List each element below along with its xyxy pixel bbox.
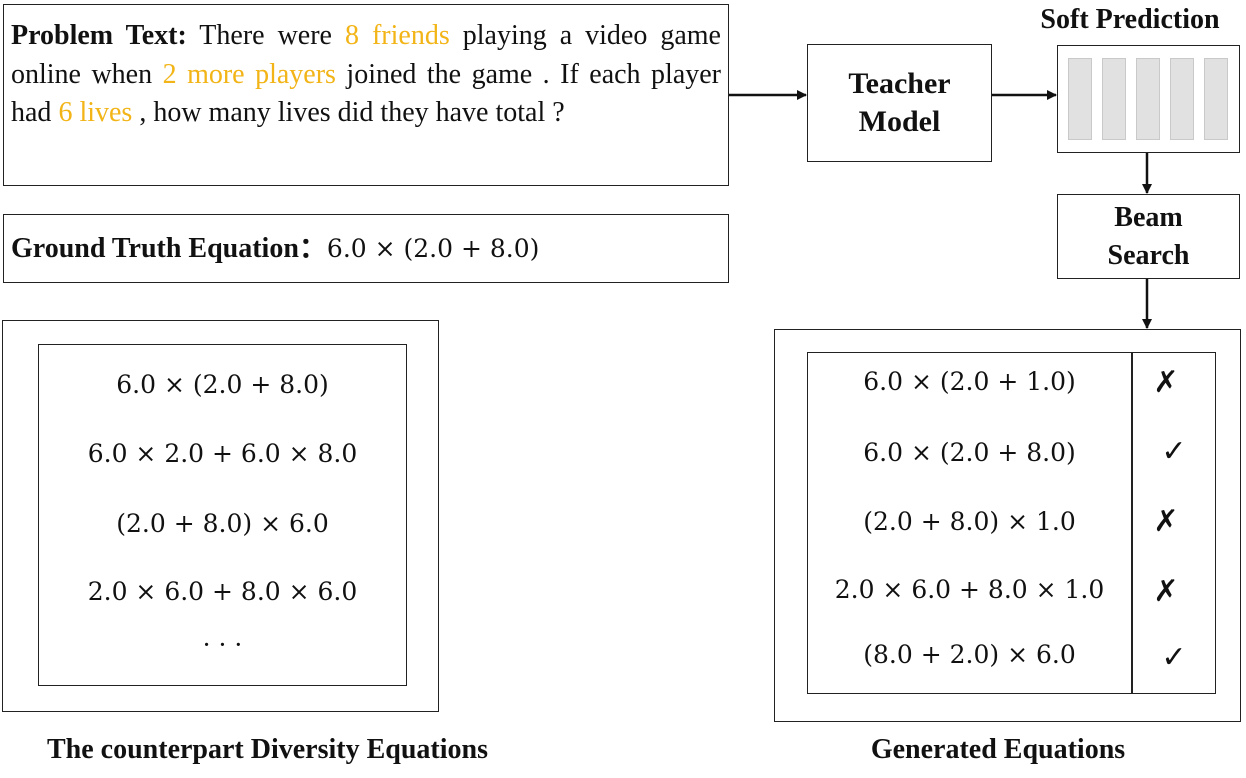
- generated-equation: 6.0 × (2.0 + 1.0): [863, 367, 1076, 396]
- problem-seg: There were: [186, 20, 345, 51]
- beam-line2: Search: [1107, 239, 1190, 271]
- soft-prediction-title: Soft Prediction: [1040, 4, 1220, 35]
- cross-icon: ✗: [1153, 574, 1179, 609]
- diversity-equation: 6.0 × (2.0 + 8.0): [116, 370, 329, 399]
- problem-seg: joined the game . If each player had: [11, 58, 721, 129]
- problem-highlight-friends: 8 friends: [344, 20, 450, 51]
- cross-icon: ✗: [1153, 504, 1179, 539]
- teacher-line1: Teacher: [848, 67, 951, 100]
- ground-truth-box: Ground Truth Equation：6.0 × (2.0 + 8.0): [3, 214, 729, 283]
- generated-equation: (8.0 + 2.0) × 6.0: [863, 640, 1076, 669]
- teacher-model-box: Teacher Model: [807, 44, 992, 162]
- soft-prediction-box: [1057, 45, 1240, 153]
- problem-highlight-players: 2 more players: [162, 58, 336, 90]
- check-icon: ✓: [1161, 434, 1187, 469]
- diversity-caption: The counterpart Diversity Equations: [47, 734, 488, 765]
- generated-column-divider: [1131, 352, 1133, 694]
- diversity-equations-box: 6.0 × (2.0 + 8.0) 6.0 × 2.0 + 6.0 × 8.0 …: [38, 344, 407, 686]
- generated-equation: 2.0 × 6.0 + 8.0 × 1.0: [834, 575, 1105, 604]
- diversity-equation: 2.0 × 6.0 + 8.0 × 6.0: [87, 577, 358, 606]
- soft-prediction-bar: [1068, 58, 1092, 140]
- ground-truth-label: Ground Truth Equation: [11, 233, 299, 264]
- ground-truth-separator: ：: [298, 233, 327, 264]
- generated-equation: (2.0 + 8.0) × 1.0: [863, 507, 1076, 536]
- beam-search-box: Beam Search: [1057, 194, 1240, 279]
- generated-caption: Generated Equations: [870, 734, 1126, 765]
- ground-truth-equation: 6.0 × (2.0 + 8.0): [326, 234, 540, 263]
- diversity-ellipsis: · · ·: [202, 630, 243, 659]
- problem-seg: , how many lives did they have total ?: [132, 97, 565, 128]
- soft-prediction-bar: [1204, 58, 1228, 140]
- generated-equations-box: [807, 352, 1216, 694]
- problem-label: Problem Text:: [11, 20, 187, 51]
- soft-prediction-bar: [1102, 58, 1126, 140]
- check-icon: ✓: [1161, 640, 1187, 675]
- beam-line1: Beam: [1114, 201, 1183, 233]
- problem-seg: playing a video game online when: [11, 20, 721, 90]
- cross-icon: ✗: [1153, 365, 1179, 400]
- problem-highlight-lives: 6 lives: [58, 97, 133, 128]
- diversity-equation: (2.0 + 8.0) × 6.0: [116, 509, 329, 538]
- diversity-equation: 6.0 × 2.0 + 6.0 × 8.0: [87, 439, 358, 468]
- soft-prediction-bar: [1136, 58, 1160, 140]
- generated-equation: 6.0 × (2.0 + 8.0): [863, 438, 1076, 467]
- soft-prediction-bar: [1170, 58, 1194, 140]
- problem-text-box: Problem Text: There were 8 friends playi…: [3, 4, 729, 186]
- teacher-line2: Model: [858, 105, 941, 138]
